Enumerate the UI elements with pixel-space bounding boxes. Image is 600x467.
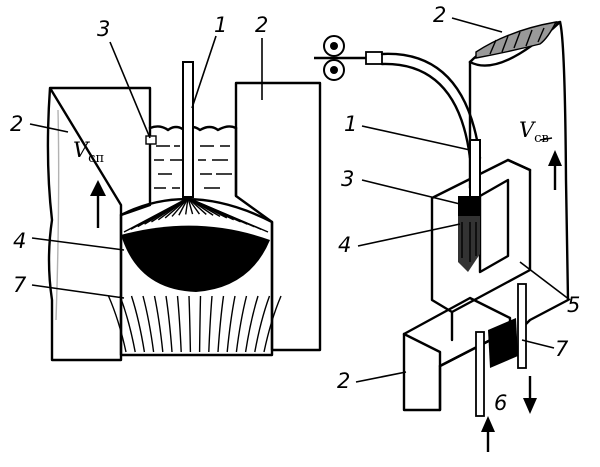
left-label-weld-seam: 7	[13, 273, 27, 297]
left-label-electrode: 1	[214, 13, 227, 37]
right-cooling-pipes	[475, 283, 527, 417]
right-weld-seam	[488, 318, 518, 368]
weld-fiber	[254, 295, 271, 353]
right-label-slag-pool: 3	[341, 167, 354, 191]
water-inflow-arrow-icon	[481, 416, 495, 452]
wire-feed-rollers-icon	[314, 35, 383, 81]
weld-fiber	[142, 295, 155, 353]
pool-radiance-line	[187, 197, 269, 233]
weld-fiber	[263, 295, 282, 353]
right-label-slider: 5	[567, 293, 580, 317]
right-metal-pool	[458, 216, 480, 272]
weld-fiber	[165, 295, 173, 353]
weld-fiber	[208, 295, 213, 353]
right-label-electrode: 1	[344, 112, 357, 136]
right-label-base-metal-top: 2	[433, 3, 446, 27]
pool-radiance-line	[178, 197, 189, 216]
weld-fiber	[176, 295, 182, 353]
weld-fiber	[235, 295, 248, 353]
right-velocity-arrow-icon	[548, 150, 562, 190]
weld-fiber	[217, 295, 225, 353]
pool-radiance-line	[187, 197, 194, 215]
right-electrode	[469, 139, 481, 201]
right-wire-conduit	[380, 52, 482, 160]
left-label-metal-pool: 4	[13, 229, 26, 253]
weld-fiber	[119, 295, 136, 353]
right-label-metal-pool: 4	[338, 233, 351, 257]
right-label-weld-seam: 7	[555, 337, 569, 361]
right-label-base-metal-bottom: 2	[337, 369, 350, 393]
weld-fiber	[198, 295, 202, 353]
left-label-slag-pool: 3	[97, 17, 110, 41]
pool-radiance-line	[185, 197, 189, 215]
left-base-plate-right	[234, 81, 322, 352]
weld-fiber	[226, 295, 236, 353]
weld-fiber	[244, 295, 259, 353]
left-label-base-metal-right: 2	[255, 13, 268, 37]
weld-fiber	[130, 295, 146, 353]
left-weld-seam	[107, 197, 282, 357]
left-base-plate-left	[46, 86, 152, 362]
right-slag-pool	[458, 196, 480, 216]
right-figure: Vсв 2 1 3 4 5 7 2 6	[314, 3, 580, 452]
pool-radiance-line	[187, 197, 200, 215]
left-metal-pool	[121, 197, 270, 292]
left-velocity-arrow-icon	[90, 180, 106, 228]
weld-fiber	[153, 295, 164, 353]
left-velocity-label: Vсп	[73, 138, 104, 166]
weld-fiber	[107, 295, 127, 353]
pool-radiance-line	[171, 197, 189, 217]
left-figure: Vсп 1 2 3 2 4 7	[10, 13, 322, 362]
weld-fiber	[188, 295, 192, 353]
left-electrode	[182, 61, 194, 198]
right-label-cooling-water: 6	[494, 391, 507, 415]
water-outflow-arrow-icon	[523, 376, 537, 414]
right-velocity-label: Vсв	[519, 118, 549, 146]
left-label-base-metal-left: 2	[10, 112, 23, 136]
